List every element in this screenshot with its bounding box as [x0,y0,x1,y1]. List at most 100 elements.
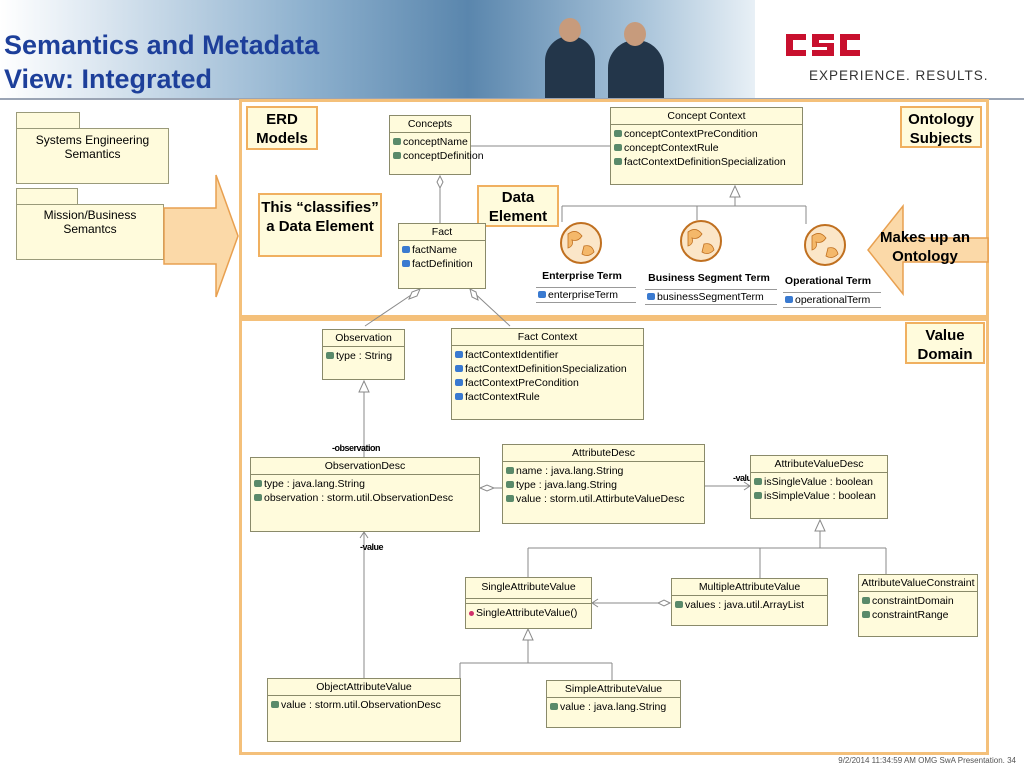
globe-icon [804,224,846,266]
attribute: factContextRule [465,391,540,403]
attribute-icon [506,495,514,502]
attribute: conceptContextPreCondition [624,128,758,140]
person-figure [608,40,664,98]
attribute-icon [754,492,762,499]
class-name: MultipleAttributeValue [672,579,827,596]
role-label: -observation [332,443,381,453]
attribute: factContextDefinitionSpecialization [624,156,786,168]
class-name: SingleAttributeValue [466,578,591,599]
class-simple-attribute-value[interactable]: SimpleAttributeValue value : java.lang.S… [546,680,681,728]
globe-icon [680,220,722,262]
slide-title: Semantics and Metadata [4,30,320,60]
attribute-icon [506,467,514,474]
term-operational-attr: operationalTerm [783,292,881,308]
class-name: ObservationDesc [251,458,479,475]
class-name: Observation [323,330,404,347]
attribute: constraintDomain [872,595,954,607]
class-name: ObjectAttributeValue [268,679,460,696]
class-observation-desc[interactable]: ObservationDesc type : java.lang.String … [250,457,480,532]
attribute: values : java.util.ArrayList [685,599,805,611]
attribute-icon [862,611,870,618]
class-fact-context[interactable]: Fact Context factContextIdentifier factC… [451,328,644,420]
class-concept-context[interactable]: Concept Context conceptContextPreConditi… [610,107,803,185]
folder-systems-engineering[interactable]: Systems Engineering Semantics [16,128,169,184]
person-figure [545,36,595,98]
class-object-attribute-value[interactable]: ObjectAttributeValue value : storm.util.… [267,678,461,742]
attribute-icon [754,478,762,485]
attribute-icon [254,494,262,501]
class-observation[interactable]: Observation type : String [322,329,405,380]
attribute: conceptName [403,136,468,148]
csc-logo-icon [786,34,860,56]
label-ontology-subjects: Ontology Subjects [900,106,982,148]
attribute: type : java.lang.String [264,478,365,490]
class-name: Concept Context [611,108,802,125]
class-name: SimpleAttributeValue [547,681,680,698]
term-enterprise-name: Enterprise Term [542,270,622,282]
globe-icon [560,222,602,264]
class-concepts[interactable]: Concepts conceptName conceptDefinition [389,115,484,175]
attribute-icon [614,144,622,151]
attribute-icon [614,158,622,165]
attribute-icon [402,260,410,267]
attribute: conceptDefinition [403,150,484,162]
person-head [559,18,581,42]
attribute-icon [402,246,410,253]
attribute-icon [675,601,683,608]
attribute-icon [862,597,870,604]
class-single-attribute-value[interactable]: SingleAttributeValue SingleAttributeValu… [465,577,592,629]
class-name: Fact Context [452,329,643,346]
folder-tab [16,188,78,205]
attribute-icon [455,365,463,372]
attribute-icon [455,351,463,358]
attribute: factDefinition [412,258,473,270]
slogan: EXPERIENCE. RESULTS. [809,68,989,83]
attribute-icon [326,352,334,359]
attribute: value : java.lang.String [560,701,667,713]
folder-label: Mission/Business Semantcs [43,208,137,236]
attribute: type : java.lang.String [516,479,617,491]
term-business-name: Business Segment Term [648,272,770,284]
operation: SingleAttributeValue() [476,607,578,619]
attribute-icon [254,480,262,487]
attribute-icon [647,293,655,300]
folder-mission-business[interactable]: Mission/Business Semantcs [16,204,164,260]
class-attribute-value-desc[interactable]: AttributeValueDesc isSingleValue : boole… [750,455,888,519]
role-label: -value [360,542,384,552]
ontology-frame [239,99,989,318]
attribute-icon [455,379,463,386]
attribute: name : java.lang.String [516,465,624,477]
attribute: enterpriseTerm [548,289,619,301]
term-business-attr: businessSegmentTerm [645,289,777,305]
attribute: isSingleValue : boolean [764,476,873,488]
attribute: businessSegmentTerm [657,291,764,303]
header-photo [0,0,755,98]
left-block-arrow [867,203,989,297]
term-operational-name: Operational Term [784,275,872,287]
footer: 9/2/2014 11:34:59 AM OMG SwA Presentatio… [838,756,1016,765]
attribute: value : storm.util.AttirbuteValueDesc [516,493,685,505]
attribute: factContextDefinitionSpecialization [465,363,627,375]
attribute: factContextPreCondition [465,377,579,389]
class-fact[interactable]: Fact factName factDefinition [398,223,486,289]
label-value-domain: Value Domain [905,322,985,364]
attribute: value : storm.util.ObservationDesc [281,699,441,711]
class-name: AttributeValueConstraint [859,575,977,592]
attribute: constraintRange [872,609,949,621]
class-name: AttributeDesc [503,445,704,462]
term-enterprise-attr: enterpriseTerm [536,287,636,303]
operation-icon [469,611,474,616]
class-attribute-desc[interactable]: AttributeDesc name : java.lang.String ty… [502,444,705,524]
attribute-icon [550,703,558,710]
class-attribute-value-constraint[interactable]: AttributeValueConstraint constraintDomai… [858,574,978,637]
attribute-icon [506,481,514,488]
class-name: Fact [399,224,485,241]
class-multiple-attribute-value[interactable]: MultipleAttributeValue values : java.uti… [671,578,828,626]
right-block-arrow [163,174,239,298]
attribute: operationalTerm [795,294,871,306]
slide-subtitle: View: Integrated [4,64,213,94]
label-erd-models: ERD Models [246,106,318,150]
attribute: factContextIdentifier [465,349,559,361]
class-name: AttributeValueDesc [751,456,887,473]
attribute: observation : storm.util.ObservationDesc [264,492,454,504]
